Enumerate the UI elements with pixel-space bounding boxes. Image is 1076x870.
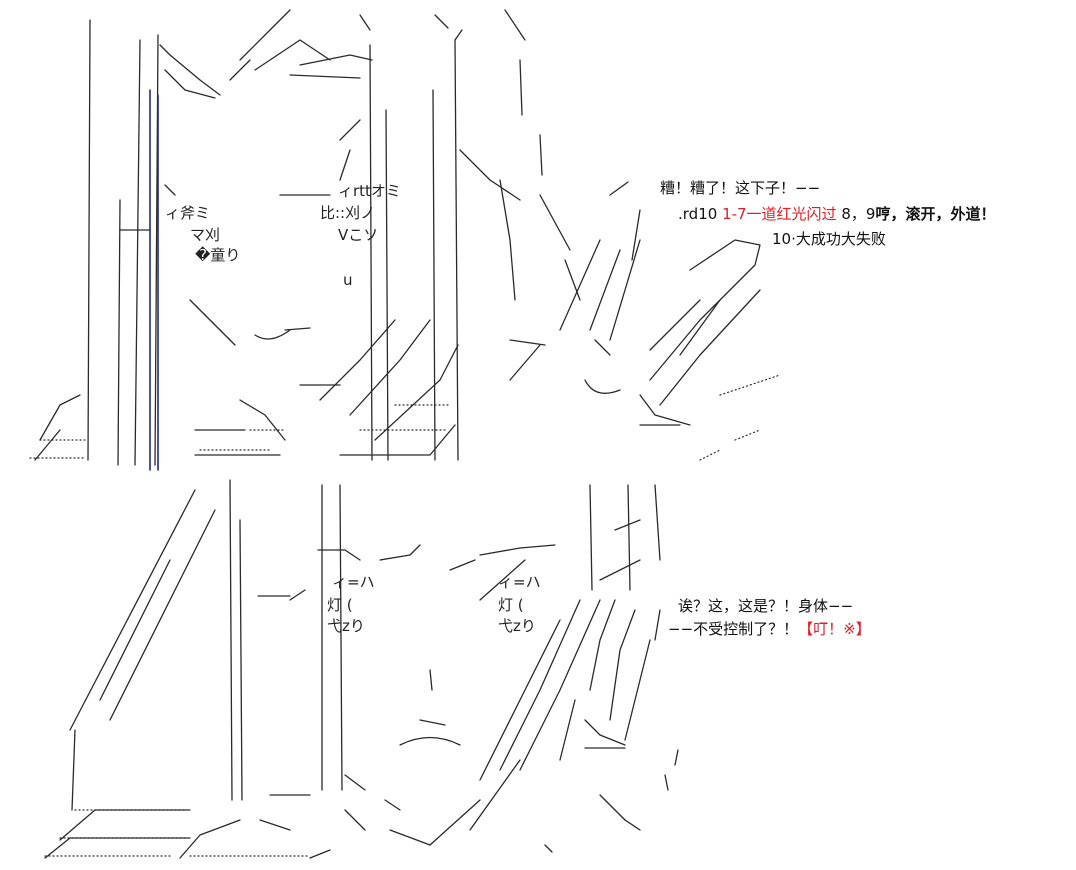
panel1-speech-line3: 10·大成功大失败 [772,230,886,248]
red-flash-text: 1-7一道红光闪过 [722,205,837,223]
eye-left-brow: ィ斧ミ [165,204,210,222]
p2-eye-right: 灯 ( [498,596,524,614]
uncontrolled-text: −−不受控制了？！ [668,620,799,638]
panel1-character-art [29,9,581,471]
panel2-character-art [44,479,679,859]
p2-eye-left: 灯 ( [327,596,353,614]
panel1-hand-art [559,181,781,461]
panel1-face-glyphs: ィ斧ミ マ刈 �童り ィrttオミ 比::刈ノ Vこソ u [165,182,401,289]
ding-text: 【叮！※】 [798,620,871,638]
panel1-speech-line1: 糟！糟了！这下子！−− [660,179,821,197]
p2-eye-left-lower: 弋zり [327,617,365,635]
eye-right-brow: ィrttオミ [338,182,401,200]
panel2-speech-line1: 诶？这，这是？！身体−− [678,597,854,615]
eye-right: 比::刈ノ [320,204,375,222]
roll-mid: 8，9 [836,205,876,223]
panel2-speech-line2: −−不受控制了？！【叮！※】 [668,620,871,638]
eye-right-lower: Vこソ [338,226,378,244]
eye-left: マ刈 [190,226,220,244]
p2-eye-right-top: ィ=ハ [498,573,541,591]
mouth: u [343,271,353,289]
panel2-face-glyphs: ィ=ハ 灯 ( 弋zり ィ=ハ 灯 ( 弋zり [327,573,541,635]
eye-left-lower: �童り [195,246,240,264]
panel1-speech-line2: .rd10 1-7一道红光闪过 8，9哼，滚开，外道！ [678,205,995,223]
p2-eye-left-top: ィ=ハ [332,573,375,591]
roll-prefix: .rd10 [678,205,723,223]
shout-text: 哼，滚开，外道！ [875,205,996,223]
p2-eye-right-lower: 弋zり [498,617,536,635]
